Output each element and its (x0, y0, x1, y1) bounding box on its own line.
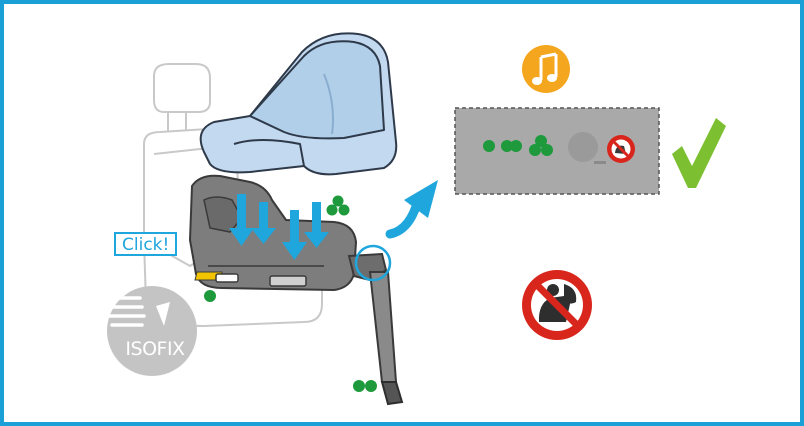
isofix-base (188, 174, 358, 292)
isofix-label: ISOFIX (125, 338, 185, 360)
down-arrows-icon (229, 194, 329, 260)
panel-indicator-dots (483, 135, 553, 156)
status-indicator-panel (454, 107, 660, 195)
leg-highlight-circle (354, 244, 392, 282)
child-seat-shell (199, 32, 398, 176)
no-airbag-icon (522, 270, 592, 340)
isofix-badge (104, 286, 197, 376)
installation-illustration (104, 32, 726, 406)
check-icon (672, 118, 726, 188)
indicator-dot-icon (204, 195, 377, 392)
panel-no-airbag-icon (607, 135, 635, 163)
click-label: Click! (114, 232, 178, 256)
curved-arrow-icon (385, 180, 438, 239)
music-note-icon (522, 45, 570, 93)
support-leg (347, 244, 404, 406)
